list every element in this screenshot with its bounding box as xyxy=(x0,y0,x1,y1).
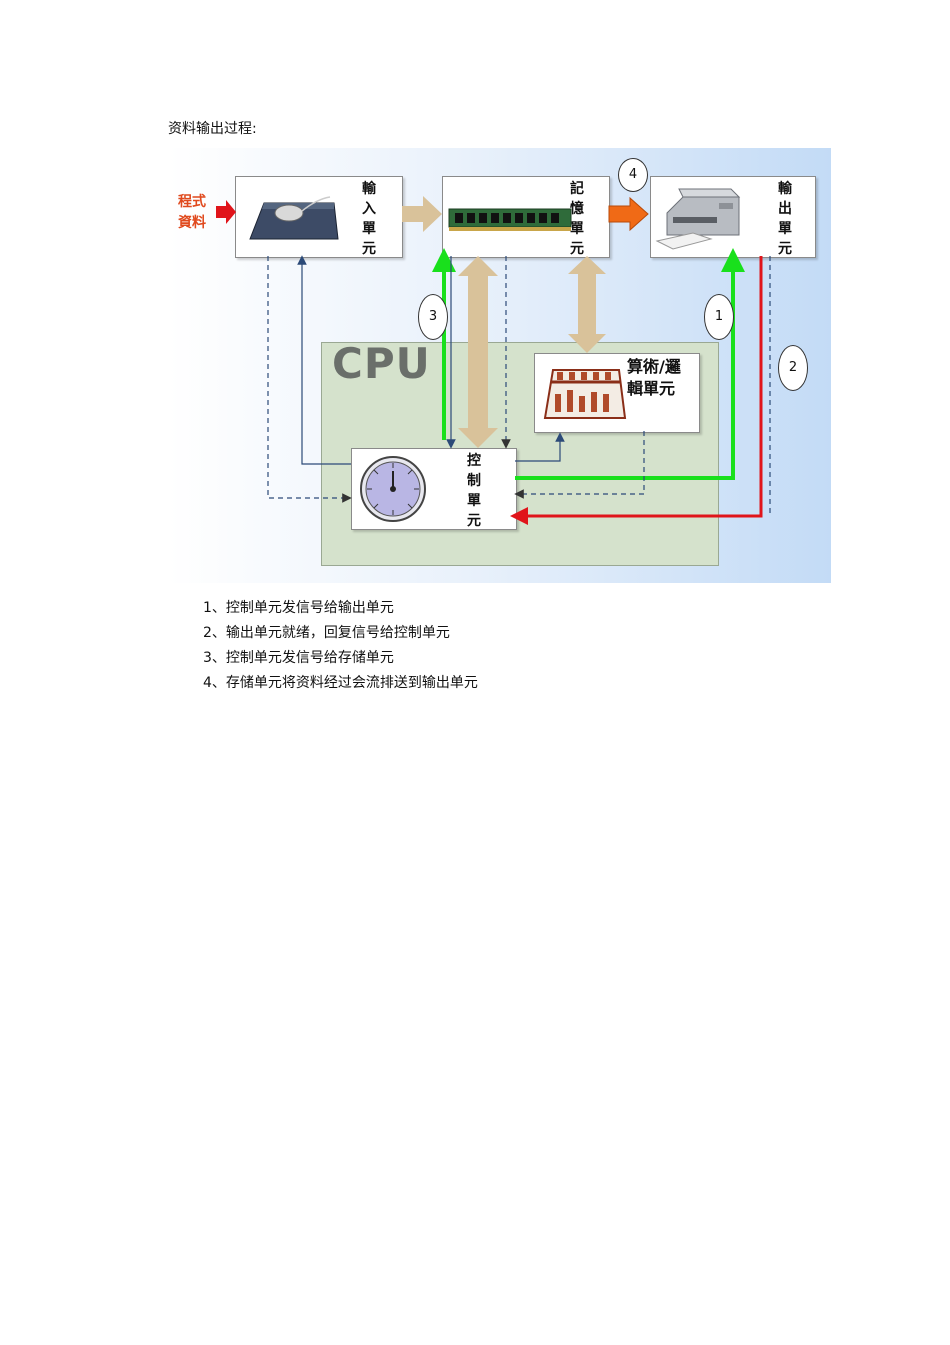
data-output-diagram: CPU 程式 資料 輸 入 單 元 xyxy=(168,148,831,583)
input-unit-char-4: 元 xyxy=(362,241,376,257)
abacus-icon xyxy=(543,369,627,419)
program-data-line-1: 程式 xyxy=(178,194,206,210)
memory-unit-label: 記 憶 單 元 xyxy=(569,179,585,259)
alu-unit-line-2: 輯單元 xyxy=(627,379,676,398)
program-data-label: 程式 資料 xyxy=(178,192,218,234)
step-marker-3: 3 xyxy=(418,294,448,340)
input-dashed-return xyxy=(267,256,352,503)
clock-gauge-icon xyxy=(360,456,426,522)
control-unit-char-1: 控 xyxy=(467,453,481,469)
input-unit-label: 輸 入 單 元 xyxy=(361,179,377,259)
memory-unit-char-4: 元 xyxy=(570,241,584,257)
cpu-label: CPU xyxy=(332,339,431,388)
step-marker-2: 2 xyxy=(778,345,808,391)
step-list: 1、控制单元发信号给输出单元 2、输出单元就绪，回复信号给控制单元 3、控制单元… xyxy=(203,596,478,696)
memory-alu-bus-arrow xyxy=(568,256,606,353)
control-to-alu-line xyxy=(515,432,565,462)
step-marker-4: 4 xyxy=(618,158,648,192)
control-unit-char-2: 制 xyxy=(467,473,481,489)
control-unit-label: 控 制 單 元 xyxy=(466,451,482,531)
mouse-icon xyxy=(249,196,339,240)
alu-dashed-return xyxy=(514,431,645,499)
step-item-2: 2、输出单元就绪，回复信号给控制单元 xyxy=(203,625,450,641)
input-unit-char-2: 入 xyxy=(362,201,376,217)
memory-unit-char-3: 單 xyxy=(570,221,584,237)
output-unit-char-2: 出 xyxy=(778,201,792,217)
step-item-1: 1、控制单元发信号给输出单元 xyxy=(203,600,394,616)
output-unit-label: 輸 出 單 元 xyxy=(777,179,793,259)
control-unit-char-3: 單 xyxy=(467,493,481,509)
output-unit-char-3: 單 xyxy=(778,221,792,237)
printer-icon xyxy=(655,188,741,250)
memory-chip-icon xyxy=(448,208,572,231)
red-signal-to-control xyxy=(510,256,763,525)
alu-unit-line-1: 算術/邏 xyxy=(627,357,681,376)
input-unit-char-1: 輸 xyxy=(362,181,376,197)
connector-lines xyxy=(216,196,771,525)
memory-control-bus-arrow xyxy=(458,256,498,448)
step-marker-1: 1 xyxy=(704,294,734,340)
memory-to-output-arrow xyxy=(608,196,649,232)
alu-unit-box: 算術/邏 輯單元 xyxy=(534,353,700,433)
input-to-memory-arrow xyxy=(402,196,442,232)
program-data-line-2: 資料 xyxy=(178,215,206,231)
section-heading: 资料输出过程: xyxy=(168,121,257,137)
alu-unit-label: 算術/邏 輯單元 xyxy=(627,356,681,400)
control-unit-char-4: 元 xyxy=(467,513,481,529)
output-unit-char-4: 元 xyxy=(778,241,792,257)
output-unit-char-1: 輸 xyxy=(778,181,792,197)
step-item-4: 4、存储单元将资料经过会流排送到输出单元 xyxy=(203,675,478,691)
memory-unit-char-2: 憶 xyxy=(570,201,584,217)
input-unit-box: 輸 入 單 元 xyxy=(235,176,403,258)
green-signal-to-output xyxy=(515,248,745,480)
control-to-input-line xyxy=(297,255,351,465)
step-item-3: 3、控制单元发信号给存储单元 xyxy=(203,650,394,666)
input-unit-char-3: 單 xyxy=(362,221,376,237)
program-data-arrow xyxy=(216,200,236,224)
memory-unit-char-1: 記 xyxy=(570,181,584,197)
control-unit-box: 控 制 單 元 xyxy=(351,448,517,530)
memory-unit-box: 記 憶 單 元 xyxy=(442,176,610,258)
output-unit-box: 輸 出 單 元 xyxy=(650,176,816,258)
